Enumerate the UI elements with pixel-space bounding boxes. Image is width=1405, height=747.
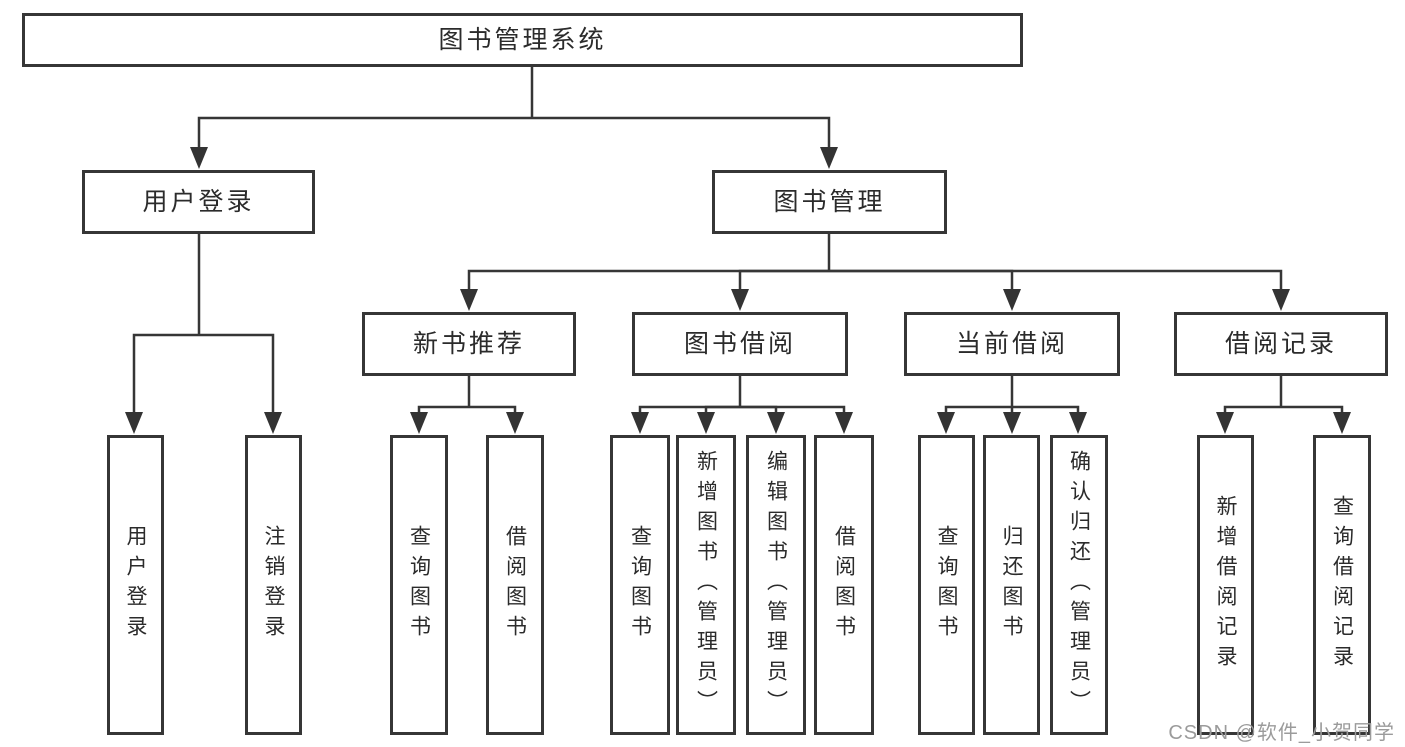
leaf-add-books-admin: 新增图书（管理员）: [676, 435, 736, 735]
leaf-query-books-recommend: 查询图书: [390, 435, 448, 735]
leaf-borrow-books-recommend-label: 借阅图书: [503, 525, 527, 645]
node-user-login: 用户登录: [82, 170, 315, 234]
node-book-borrow: 图书借阅: [632, 312, 848, 376]
node-borrow-records: 借阅记录: [1174, 312, 1388, 376]
node-user-login-label: 用户登录: [142, 187, 255, 216]
leaf-add-borrow-record-label: 新增借阅记录: [1214, 495, 1237, 675]
node-root: 图书管理系统: [22, 13, 1023, 67]
node-new-book-recommend: 新书推荐: [362, 312, 576, 376]
leaf-add-books-admin-label: 新增图书（管理员）: [694, 450, 718, 720]
leaf-edit-books-admin: 编辑图书（管理员）: [746, 435, 806, 735]
leaf-return-books-label: 归还图书: [1000, 525, 1023, 645]
leaf-query-borrow-record-label: 查询借阅记录: [1330, 495, 1354, 675]
leaf-user-login-label: 用户登录: [124, 525, 147, 645]
leaf-query-books-borrow: 查询图书: [610, 435, 670, 735]
connector-lines: [125, 67, 1351, 434]
leaf-query-books-current-label: 查询图书: [935, 525, 958, 645]
node-borrow-records-label: 借阅记录: [1224, 329, 1337, 358]
leaf-logout-login-label: 注销登录: [262, 525, 285, 645]
leaf-query-books-current: 查询图书: [918, 435, 975, 735]
node-book-management: 图书管理: [712, 170, 947, 234]
node-current-borrow: 当前借阅: [904, 312, 1120, 376]
watermark: CSDN @软件_小贺同学: [1168, 722, 1395, 744]
node-book-borrow-label: 图书借阅: [683, 329, 796, 358]
leaf-borrow-books: 借阅图书: [814, 435, 874, 735]
leaf-confirm-return-admin: 确认归还（管理员）: [1050, 435, 1108, 735]
leaf-logout-login: 注销登录: [245, 435, 302, 735]
leaf-confirm-return-admin-label: 确认归还（管理员）: [1067, 450, 1091, 720]
leaf-edit-books-admin-label: 编辑图书（管理员）: [764, 450, 788, 720]
leaf-add-borrow-record: 新增借阅记录: [1197, 435, 1254, 735]
leaf-user-login: 用户登录: [107, 435, 164, 735]
leaf-return-books: 归还图书: [983, 435, 1040, 735]
leaf-query-borrow-record: 查询借阅记录: [1313, 435, 1371, 735]
node-new-book-recommend-label: 新书推荐: [412, 329, 525, 358]
node-root-label: 图书管理系统: [438, 25, 607, 54]
leaf-query-books-recommend-label: 查询图书: [407, 525, 431, 645]
leaf-query-books-borrow-label: 查询图书: [628, 525, 652, 645]
node-current-borrow-label: 当前借阅: [955, 329, 1068, 358]
leaf-borrow-books-recommend: 借阅图书: [486, 435, 544, 735]
node-book-management-label: 图书管理: [773, 187, 886, 216]
leaf-borrow-books-label: 借阅图书: [832, 525, 856, 645]
